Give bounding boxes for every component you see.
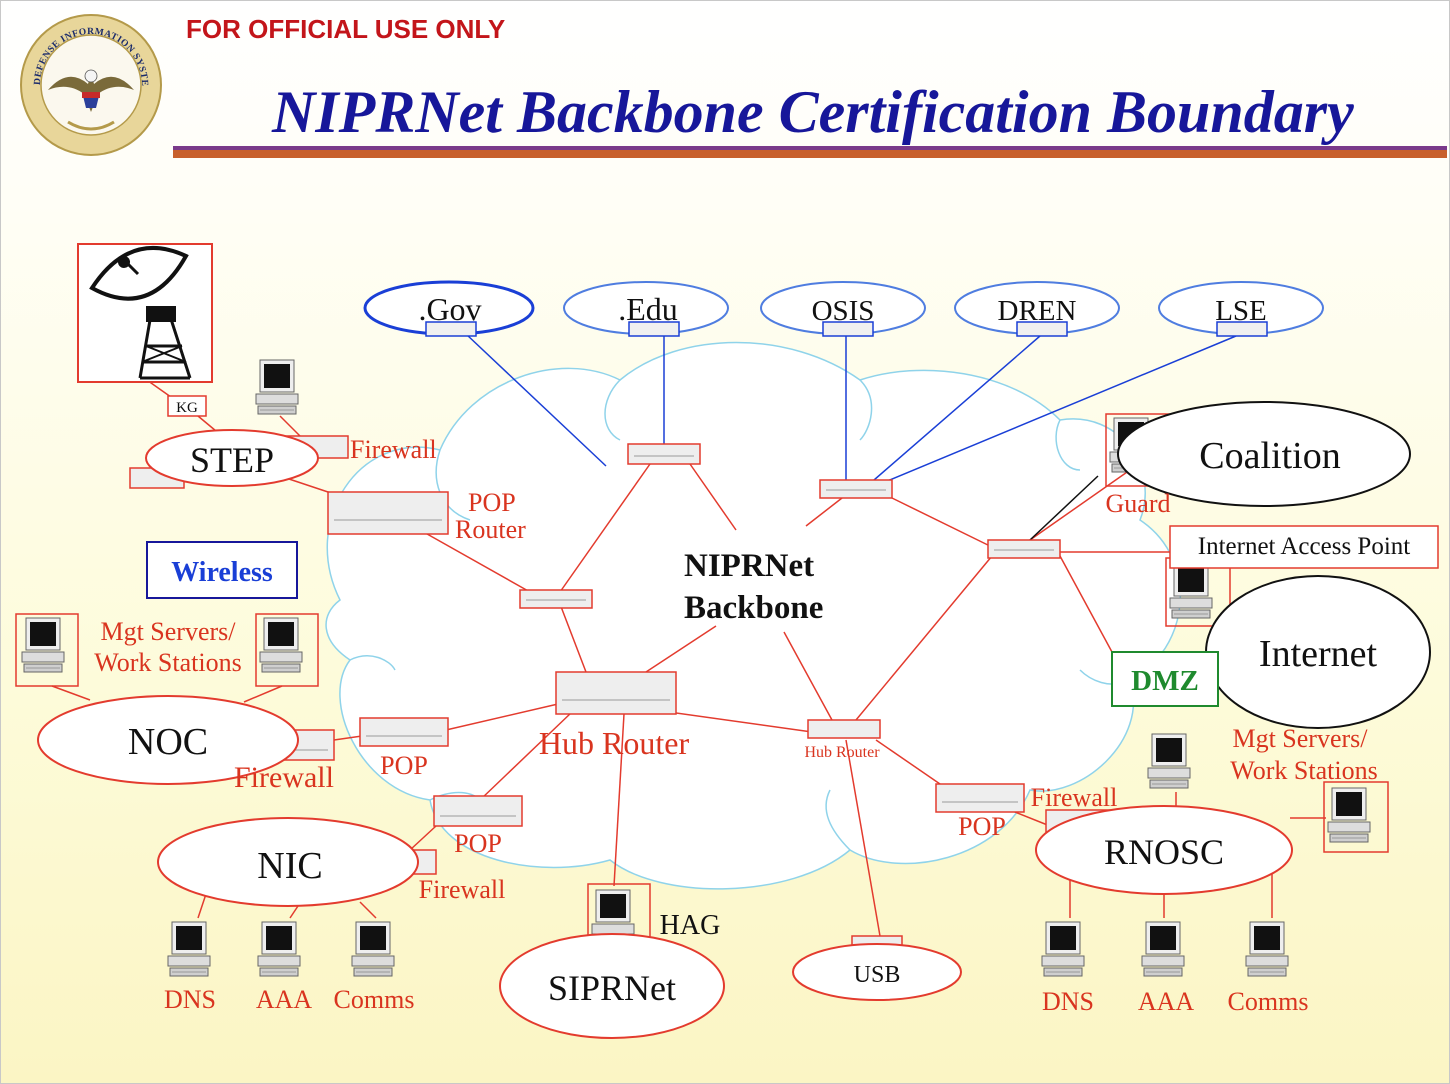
pop-router-icon (327, 491, 449, 535)
gov-label: .Gov (418, 291, 481, 327)
siprnet-label: SIPRNet (548, 968, 676, 1008)
usb-node (792, 943, 962, 1001)
hub-router-label: Hub Router (539, 725, 690, 761)
router-icon (819, 479, 893, 499)
osis-router-icon (822, 321, 874, 337)
router-icon (987, 539, 1061, 559)
comms-computer-icon (1243, 917, 1291, 981)
mgt-left-label-2: Work Stations (94, 648, 241, 677)
pop-rnosc-label: POP (958, 812, 1006, 841)
computer-icon (253, 355, 301, 419)
computer-icon (257, 613, 305, 677)
edu-router-icon (628, 321, 680, 337)
rnosc-comms-label: Comms (1228, 987, 1309, 1016)
router-icon (627, 443, 701, 465)
pop-router-label-2: Router (455, 515, 526, 544)
internet-label: Internet (1259, 633, 1378, 675)
kg-box (167, 395, 207, 417)
usb-label: USB (854, 962, 901, 988)
step-node (145, 429, 319, 487)
wireless-label: Wireless (171, 557, 273, 588)
internet-access-point-box (1169, 525, 1439, 569)
dns-computer-icon (165, 917, 213, 981)
pop-noc-label: POP (380, 751, 428, 780)
aaa-computer-icon (255, 917, 303, 981)
hub-router-small-icon (807, 719, 881, 739)
internet-access-point-label: Internet Access Point (1198, 533, 1411, 560)
external-networks: .Gov .Edu OSIS DREN LSE (363, 280, 1324, 336)
computer-icon (19, 613, 67, 677)
edu-label: .Edu (618, 291, 678, 327)
pop-rnosc-icon (935, 783, 1025, 813)
wireless-box (146, 541, 298, 599)
mgt-right-label-1: Mgt Servers/ (1232, 724, 1368, 753)
kg-label: KG (176, 400, 198, 416)
backbone-label-line1: NIPRNet (684, 548, 814, 584)
noc-firewall-label: Firewall (234, 761, 334, 794)
nic-firewall-label: Firewall (419, 875, 506, 904)
pop-router-label-1: POP (468, 488, 516, 517)
dmz-box (1111, 651, 1219, 707)
noc-label: NOC (128, 721, 208, 763)
satellite-dish-icon (77, 243, 213, 383)
rnosc-node (1035, 805, 1293, 895)
hub-router-icon (555, 671, 677, 715)
nic-dns-label: DNS (164, 985, 216, 1014)
aaa-computer-icon (1139, 917, 1187, 981)
coalition-label: Coalition (1199, 435, 1340, 477)
gov-router-icon (425, 321, 477, 337)
siprnet-node (499, 933, 725, 1039)
pop-nic-label: POP (454, 829, 502, 858)
dren-router-icon (1016, 321, 1068, 337)
comms-computer-icon (349, 917, 397, 981)
disa-seal-logo: DEFENSE INFORMATION SYSTEMS AGENCY (18, 12, 162, 156)
step-firewall-label: Firewall (350, 435, 437, 464)
nic-label: NIC (257, 845, 322, 887)
rnosc-dns-label: DNS (1042, 987, 1094, 1016)
coalition-node (1117, 401, 1411, 507)
iap-computer-icon (1167, 559, 1215, 623)
lse-router-icon (1216, 321, 1268, 337)
mgt-left-label-1: Mgt Servers/ (100, 617, 236, 646)
hub-router-small-label: Hub Router (804, 744, 880, 761)
nic-aaa-label: AAA (256, 985, 313, 1014)
nic-node (157, 817, 419, 907)
classification-banner: FOR OFFICIAL USE ONLY (186, 14, 506, 44)
page-title: NIPRNet Backbone Certification Boundary (272, 79, 1354, 145)
rnosc-firewall-label: Firewall (1031, 783, 1118, 812)
dns-computer-icon (1039, 917, 1087, 981)
step-label: STEP (190, 440, 274, 480)
hag-label: HAG (660, 910, 721, 941)
guard-label: Guard (1106, 489, 1171, 518)
backbone-label-line2: Backbone (684, 590, 823, 626)
rnosc-aaa-label: AAA (1138, 987, 1195, 1016)
noc-node (37, 695, 299, 785)
computer-icon (1145, 729, 1193, 793)
nic-comms-label: Comms (334, 985, 415, 1014)
mgt-right-label-2: Work Stations (1230, 756, 1377, 785)
router-icon (519, 589, 593, 609)
pop-noc-icon (359, 717, 449, 747)
rnosc-label: RNOSC (1104, 832, 1224, 872)
pop-nic-icon (433, 795, 523, 827)
computer-icon (1325, 783, 1373, 847)
dmz-label: DMZ (1131, 665, 1199, 697)
